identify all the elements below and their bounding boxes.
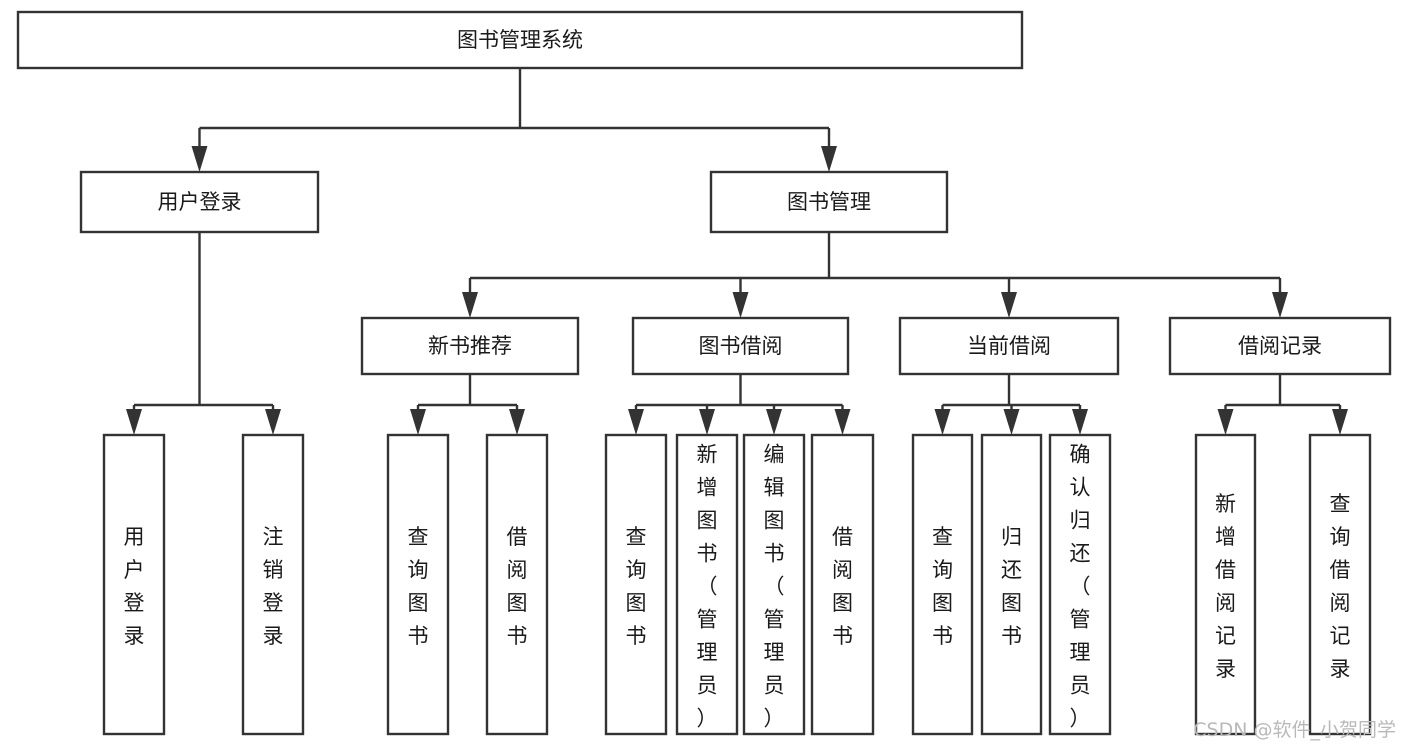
node-label-root: 图书管理系统 <box>457 28 583 52</box>
node-box-query-book-2[interactable] <box>604 433 668 736</box>
node-confirm-return[interactable]: 确认归还（管理员） <box>1048 433 1112 736</box>
node-label-edit-book: 编辑图书（管理员） <box>764 443 785 731</box>
node-box-query-book-1[interactable] <box>386 433 450 736</box>
node-box-borrow-book-2[interactable] <box>810 433 875 736</box>
node-box-current-borrow[interactable] <box>898 316 1120 376</box>
node-book-manage[interactable]: 图书管理 <box>709 170 949 234</box>
arrow-head-icon <box>1072 409 1088 435</box>
arrow-head-icon <box>628 409 644 435</box>
node-label-borrow-book-1: 借阅图书 <box>507 525 528 648</box>
node-box-user-login[interactable] <box>79 170 320 234</box>
node-label-query-borrow-record: 查询借阅记录 <box>1330 492 1351 681</box>
arrow-head-icon <box>462 292 478 318</box>
arrow-head-icon <box>265 409 281 435</box>
node-label-add-borrow-record: 新增借阅记录 <box>1215 492 1236 681</box>
node-user-logout[interactable]: 注销登录 <box>241 433 305 736</box>
node-borrow-book-1[interactable]: 借阅图书 <box>485 433 549 736</box>
node-return-book[interactable]: 归还图书 <box>980 433 1043 736</box>
node-box-confirm-return[interactable] <box>1048 433 1112 736</box>
arrow-head-icon <box>126 409 142 435</box>
node-query-book-1[interactable]: 查询图书 <box>386 433 450 736</box>
node-box-book-manage[interactable] <box>709 170 949 234</box>
arrow-head-icon <box>1003 409 1020 435</box>
node-query-book-3[interactable]: 查询图书 <box>911 433 974 736</box>
node-box-add-borrow-record[interactable] <box>1194 433 1257 736</box>
node-new-book-recommend[interactable]: 新书推荐 <box>360 316 580 376</box>
node-query-book-2[interactable]: 查询图书 <box>604 433 668 736</box>
node-box-user-login-do[interactable] <box>102 433 166 736</box>
node-root[interactable]: 图书管理系统 <box>16 10 1024 70</box>
node-user-login-do[interactable]: 用户登录 <box>102 433 166 736</box>
node-borrow-book-2[interactable]: 借阅图书 <box>810 433 875 736</box>
arrow-head-icon <box>1001 292 1017 318</box>
node-label-query-book-3: 查询图书 <box>932 525 953 648</box>
node-label-return-book: 归还图书 <box>1001 525 1022 648</box>
arrow-head-icon <box>834 409 851 435</box>
node-edit-book[interactable]: 编辑图书（管理员） <box>742 433 806 736</box>
arrow-head-icon <box>191 146 208 172</box>
node-label-borrow-record: 借阅记录 <box>1238 334 1322 358</box>
node-label-add-book: 新增图书（管理员） <box>697 443 718 731</box>
arrow-head-icon <box>1217 409 1234 435</box>
node-borrow-record[interactable]: 借阅记录 <box>1168 316 1392 376</box>
arrow-head-icon <box>699 409 715 435</box>
arrow-head-icon <box>732 292 749 318</box>
node-box-query-book-3[interactable] <box>911 433 974 736</box>
node-user-login[interactable]: 用户登录 <box>79 170 320 234</box>
node-box-root[interactable] <box>16 10 1024 70</box>
node-label-current-borrow: 当前借阅 <box>967 334 1051 358</box>
arrow-head-icon <box>766 409 782 435</box>
node-box-user-logout[interactable] <box>241 433 305 736</box>
node-box-borrow-book-1[interactable] <box>485 433 549 736</box>
node-label-user-login-do: 用户登录 <box>124 525 145 648</box>
node-box-new-book-recommend[interactable] <box>360 316 580 376</box>
node-label-confirm-return: 确认归还（管理员） <box>1070 443 1091 731</box>
node-box-edit-book[interactable] <box>742 433 806 736</box>
node-current-borrow[interactable]: 当前借阅 <box>898 316 1120 376</box>
arrow-head-icon <box>934 409 951 435</box>
arrow-head-icon <box>1272 292 1288 318</box>
arrow-head-icon <box>821 146 837 172</box>
arrow-head-icon <box>410 409 426 435</box>
node-label-query-book-2: 查询图书 <box>626 525 647 648</box>
node-label-new-book-recommend: 新书推荐 <box>428 334 512 358</box>
node-label-book-manage: 图书管理 <box>787 190 871 214</box>
node-book-borrow[interactable]: 图书借阅 <box>631 316 850 376</box>
arrow-head-icon <box>509 409 525 435</box>
node-box-add-book[interactable] <box>675 433 739 736</box>
node-box-query-borrow-record[interactable] <box>1308 433 1372 736</box>
node-label-user-login: 用户登录 <box>158 190 242 214</box>
node-add-borrow-record[interactable]: 新增借阅记录 <box>1194 433 1257 736</box>
node-boxes: 图书管理系统用户登录用户登录注销登录图书管理新书推荐查询图书借阅图书图书借阅查询… <box>16 10 1392 736</box>
node-add-book[interactable]: 新增图书（管理员） <box>675 433 739 736</box>
node-label-query-book-1: 查询图书 <box>408 525 429 648</box>
arrow-head-icon <box>1332 409 1348 435</box>
node-query-borrow-record[interactable]: 查询借阅记录 <box>1308 433 1372 736</box>
connector-lines <box>126 68 1348 435</box>
node-box-book-borrow[interactable] <box>631 316 850 376</box>
node-label-user-logout: 注销登录 <box>263 525 284 648</box>
node-box-return-book[interactable] <box>980 433 1043 736</box>
node-box-borrow-record[interactable] <box>1168 316 1392 376</box>
node-label-book-borrow: 图书借阅 <box>699 334 783 358</box>
node-label-borrow-book-2: 借阅图书 <box>832 525 853 648</box>
watermark-label: CSDN @软件_小贺同学 <box>1193 719 1396 741</box>
